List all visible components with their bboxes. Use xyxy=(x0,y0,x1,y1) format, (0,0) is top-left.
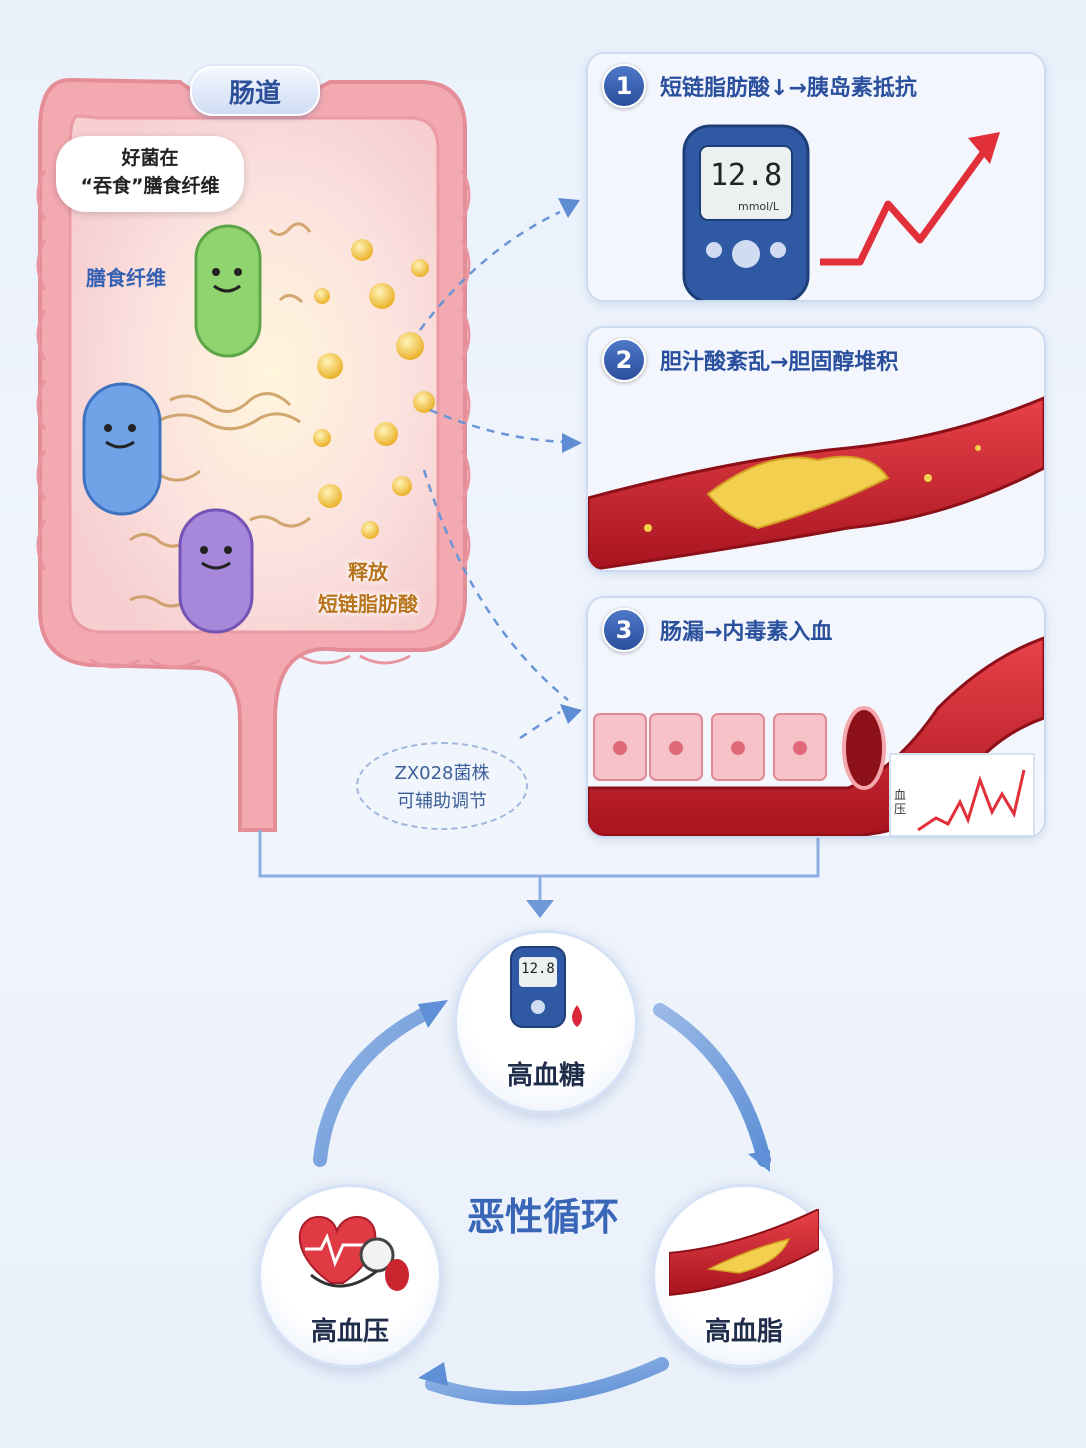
bubble-line2: “吞食”膳食纤维 xyxy=(80,175,220,197)
node-label: 高血脂 xyxy=(704,1317,783,1347)
node-label: 高血压 xyxy=(310,1317,389,1347)
node-high-blood-sugar: 12.8 高血糖 xyxy=(454,930,638,1114)
artery-plaque-art xyxy=(588,396,1044,570)
leaky-gut-art xyxy=(588,636,1044,836)
bacteria-purple xyxy=(178,508,254,634)
release-label: 释放 短链脂肪酸 xyxy=(306,556,430,620)
strain-note: ZX028菌株 可辅助调节 xyxy=(356,742,528,830)
release-line2: 短链脂肪酸 xyxy=(318,592,418,616)
bacteria-blue xyxy=(82,382,162,516)
card-header: 1 短链脂肪酸↓→胰岛素抵抗 xyxy=(602,64,917,108)
meter-reading: 12.8 xyxy=(710,158,783,193)
card-insulin-resistance: 1 短链脂肪酸↓→胰岛素抵抗 12.8 mmol/L xyxy=(586,52,1046,302)
release-line1: 释放 xyxy=(348,560,388,584)
bubble-line1: 好菌在 xyxy=(121,147,179,169)
artery-icon xyxy=(669,1209,819,1297)
chart-label: 血压 xyxy=(894,788,907,816)
node-high-blood-pressure: 高血压 xyxy=(258,1184,442,1368)
card-header: 3 肠漏→内毒素入血 xyxy=(602,608,832,652)
meter-reading-small: 12.8 xyxy=(521,961,555,977)
scfa-particles xyxy=(313,239,435,539)
node-label: 高血糖 xyxy=(506,1061,585,1091)
note-line1: ZX028菌株 xyxy=(394,763,490,784)
cycle-arrow-heads xyxy=(418,1000,770,1386)
card-bile-acid: 2 胆汁酸紊乱→胆固醇堆积 xyxy=(586,326,1046,572)
glucose-meter-icon xyxy=(510,946,582,1028)
card-header: 2 胆汁酸紊乱→胆固醇堆积 xyxy=(602,338,898,382)
cycle-arrows xyxy=(313,1003,771,1406)
step-number: 2 xyxy=(602,338,646,382)
gut-tag: 肠道 xyxy=(190,66,320,116)
node-high-blood-lipids: 高血脂 xyxy=(652,1184,836,1368)
step-number: 1 xyxy=(602,64,646,108)
glucose-meter-art xyxy=(682,124,1000,300)
card-title: 胆汁酸紊乱→胆固醇堆积 xyxy=(660,350,899,375)
bacteria-green xyxy=(194,224,262,358)
note-line2: 可辅助调节 xyxy=(397,791,487,812)
heart-gauge-icon xyxy=(298,1215,409,1291)
meter-unit: mmol/L xyxy=(738,200,780,213)
colon-illustration xyxy=(36,77,471,832)
card-title: 肠漏→内毒素入血 xyxy=(660,620,833,645)
speech-bubble: 好菌在 “吞食”膳食纤维 xyxy=(56,136,244,212)
dashed-arrows xyxy=(419,210,569,740)
card-title: 短链脂肪酸↓→胰岛素抵抗 xyxy=(660,76,917,101)
fiber-label: 膳食纤维 xyxy=(86,266,166,290)
dashed-arrow-heads xyxy=(558,198,582,724)
step-number: 3 xyxy=(602,608,646,652)
cycle-center-label: 恶性循环 xyxy=(466,1195,619,1239)
card-leaky-gut: 3 肠漏→内毒素入血 血压 xyxy=(586,596,1046,838)
merge-connector xyxy=(258,830,820,904)
